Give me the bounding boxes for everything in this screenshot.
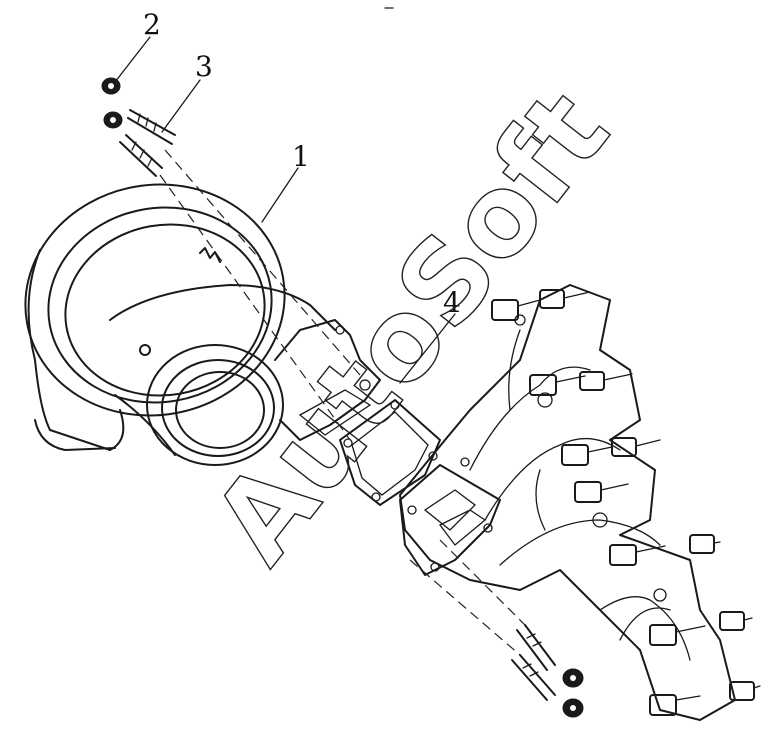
callout-4: 4 (443, 286, 461, 319)
watermark: AutoSoft (189, 68, 634, 587)
assembly-lines (159, 149, 526, 656)
gasket (339, 399, 441, 506)
manifold-bolt-11 (719, 611, 753, 631)
leader-lines (114, 36, 456, 384)
manifold-bolt-8 (609, 544, 666, 566)
manifold-bolt-1 (491, 299, 541, 321)
exhaust-manifold (399, 284, 761, 721)
nut-lower-1 (562, 668, 584, 688)
callout-2: 2 (143, 8, 161, 41)
stud-upper-1 (127, 109, 176, 145)
stud-lower-2 (511, 654, 556, 701)
manifold-bolt-10 (649, 624, 706, 646)
stud-lower-1 (516, 624, 556, 671)
manifold-bolt-12 (649, 694, 701, 716)
callout-1: 1 (292, 140, 310, 173)
nut-upper-2 (103, 111, 123, 129)
manifold-bolt-4 (579, 371, 633, 391)
nut-upper-1 (101, 77, 121, 95)
manifold-bolt-3 (529, 374, 586, 396)
manifold-bolt-2 (539, 289, 591, 309)
manifold-bolt-13 (729, 681, 761, 701)
manifold-bolt-6 (611, 437, 661, 457)
turbocharger (24, 183, 381, 466)
manifold-bolt-7 (574, 481, 629, 503)
callout-3: 3 (195, 50, 213, 83)
manifold-bolt-5 (561, 444, 613, 466)
stud-upper-2 (119, 134, 163, 177)
manifold-bolt-9 (689, 534, 721, 554)
nut-lower-2 (562, 698, 584, 718)
